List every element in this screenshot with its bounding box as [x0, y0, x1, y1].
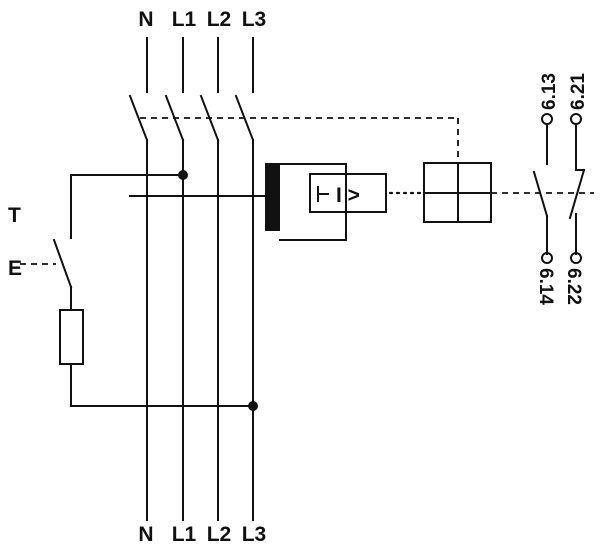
label-top-l3: L3	[242, 8, 267, 31]
test-resistor	[59, 309, 84, 365]
trip-relay: I >	[309, 173, 387, 213]
label-bottom-l1: L1	[172, 523, 197, 546]
pole-l1	[164, 37, 185, 521]
aux-contact-nc	[568, 113, 586, 264]
label-bottom-n: N	[138, 523, 153, 546]
current-transformer-core	[265, 163, 280, 231]
test-button-label-t: T	[8, 204, 21, 227]
label-top-l2: L2	[207, 8, 232, 31]
junction-l1	[178, 170, 188, 180]
label-bottom-l2: L2	[207, 523, 232, 546]
mechanical-linkage	[140, 117, 459, 162]
test-button-label-e: E	[8, 257, 22, 280]
aux-terminal-top-left: 6.13	[539, 73, 560, 110]
aux-contact-no	[532, 113, 553, 264]
aux-terminal-top-right: 6.21	[568, 73, 589, 110]
pole-l2	[199, 37, 220, 521]
label-bottom-l3: L3	[242, 523, 267, 546]
latch-mechanism	[423, 162, 492, 223]
aux-terminal-bottom-right: 6.22	[563, 268, 584, 305]
label-top-l1: L1	[172, 8, 197, 31]
secondary-winding	[279, 163, 347, 241]
test-circuit	[52, 174, 254, 407]
pole-l3	[234, 37, 255, 521]
aux-terminal-bottom-left: 6.14	[535, 268, 556, 305]
label-top-n: N	[138, 8, 153, 31]
trip-relay-symbol: I >	[336, 184, 360, 207]
junction-l3	[248, 401, 258, 411]
pole-n	[128, 37, 149, 521]
test-button: T E	[8, 204, 56, 280]
